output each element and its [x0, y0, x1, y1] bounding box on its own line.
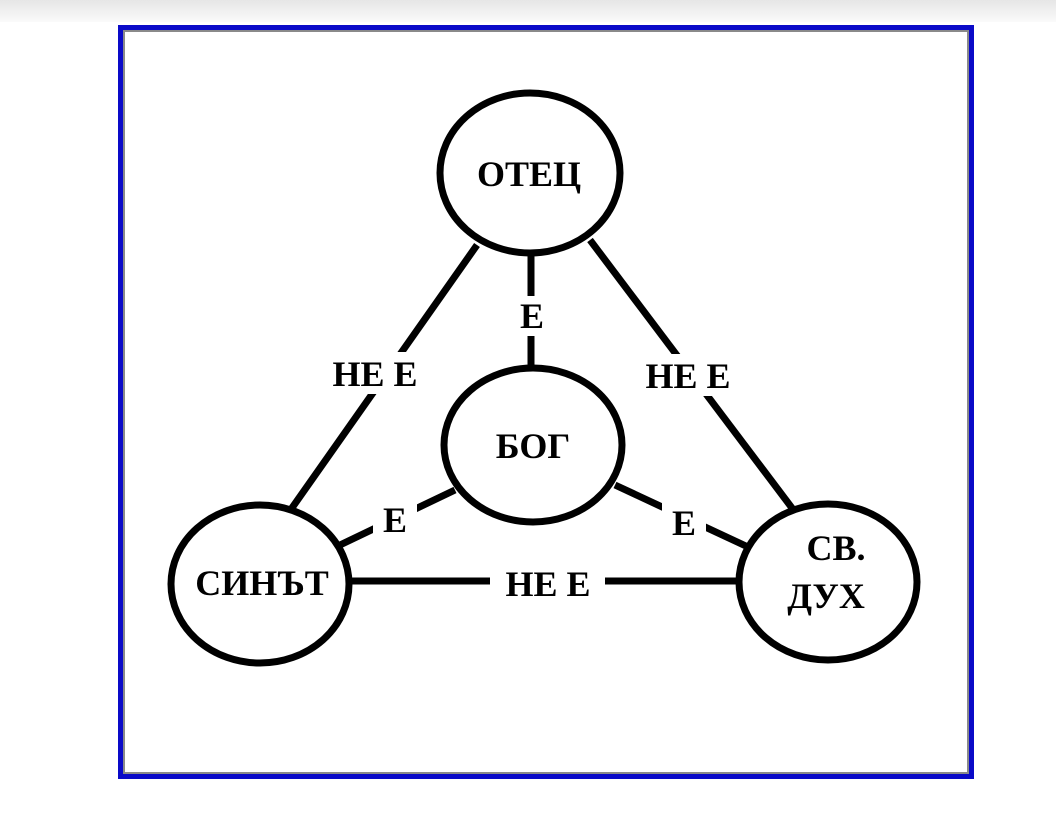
node-god-circle	[440, 364, 626, 526]
node-son-circle	[167, 501, 353, 667]
node-spirit-label-1: СВ.	[806, 528, 865, 568]
edge-father-spirit-label: НЕ Е	[645, 356, 730, 396]
node-spirit-label-2: ДУХ	[787, 576, 865, 616]
node-father-circle	[436, 89, 624, 257]
edge-son-spirit-label: НЕ Е	[505, 564, 590, 604]
edge-father-god-label: Е	[520, 296, 544, 336]
node-god-label: БОГ	[496, 426, 570, 466]
edge-god-spirit-label: Е	[672, 503, 696, 543]
diagram-frame	[118, 25, 974, 779]
node-spirit-circle	[735, 500, 921, 664]
edge-god-son-label: Е	[383, 500, 407, 540]
viewer-top-bar	[0, 0, 1056, 22]
node-son-label: СИНЪТ	[195, 563, 329, 603]
node-father-label: ОТЕЦ	[477, 154, 581, 194]
edge-father-son-label: НЕ Е	[332, 354, 417, 394]
